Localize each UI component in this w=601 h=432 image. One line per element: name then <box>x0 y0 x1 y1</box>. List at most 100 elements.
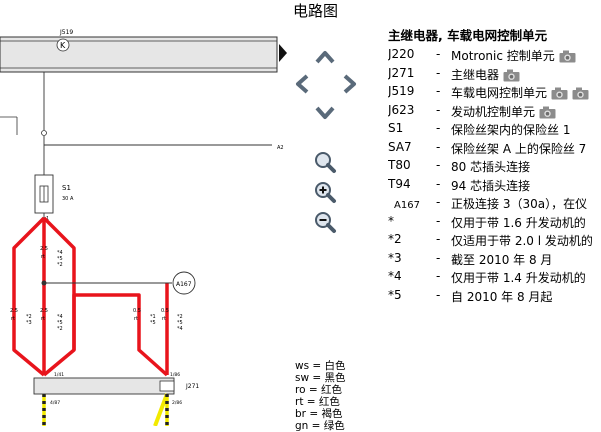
svg-text:rt: rt <box>41 316 45 322</box>
svg-text:rt: rt <box>162 316 166 322</box>
legend-desc-text: 截至 2010 年 8 月 <box>451 252 553 267</box>
legend-desc: 截至 2010 年 8 月 <box>451 251 552 268</box>
legend-desc-text: 仅适用于带 2.0 l 发动机的 <box>451 234 593 248</box>
legend-item: J519-车载电网控制单元 <box>388 83 601 102</box>
chevron-down-icon[interactable] <box>313 100 337 124</box>
legend-item: *5-自 2010 年 8 月起 <box>388 287 601 306</box>
svg-text:*4: *4 <box>57 250 63 256</box>
legend-item: *4-仅用于带 1.4 升发动机的 <box>388 268 601 287</box>
legend-code: T80 <box>388 158 411 172</box>
legend-dash: - <box>436 158 441 172</box>
legend-item: J220-Motronic 控制单元 <box>388 46 601 65</box>
camera-icon[interactable] <box>559 50 576 63</box>
legend-dash: - <box>436 47 441 61</box>
legend-desc: 车载电网控制单元 <box>451 84 589 101</box>
legend-code: S1 <box>388 121 404 135</box>
legend-desc-text: 仅用于带 1.6 升发动机的 <box>451 215 586 230</box>
svg-text:0.5: 0.5 <box>161 308 169 314</box>
legend-item: T80 -80 芯插头连接 <box>388 157 601 176</box>
legend-dash: - <box>436 121 441 135</box>
svg-text:rt: rt <box>134 316 138 322</box>
legend-desc: 仅用于带 1.6 升发动机的 <box>451 214 586 231</box>
svg-text:2.5: 2.5 <box>40 308 48 314</box>
camera-icon[interactable] <box>539 106 556 119</box>
legend-desc: 保险丝架 A 上的保险丝 7 <box>451 140 586 157</box>
legend-desc-text: 发动机控制单元 <box>451 104 536 119</box>
legend-desc-text: 正极连接 3（30a），在仪 <box>451 197 588 211</box>
camera-icon[interactable] <box>503 69 520 82</box>
legend-dash: - <box>436 195 441 209</box>
wire-color-entry: gn = 绿色 <box>295 420 345 432</box>
legend-dash: - <box>436 65 441 80</box>
circuit-diagram[interactable]: J519 K A2 S1 30 A 1 A167 2.5rt *4*5*2 2.… <box>0 0 290 426</box>
legend-title: 主继电器, 车载电网控制单元 <box>388 28 548 43</box>
wire-color-entry: ws = 白色 <box>295 360 346 372</box>
j519-symbol <box>56 38 70 52</box>
legend-dash: - <box>436 139 441 154</box>
legend-desc: Motronic 控制单元 <box>451 47 576 64</box>
svg-text:2.5: 2.5 <box>40 246 48 252</box>
svg-text:*5: *5 <box>150 320 156 326</box>
legend-desc: 保险丝架内的保险丝 1 <box>451 121 570 138</box>
svg-text:4/87: 4/87 <box>50 400 60 406</box>
legend-desc-text: 仅用于带 1.4 升发动机的 <box>451 271 586 285</box>
legend-desc: 80 芯插头连接 <box>451 158 530 175</box>
legend-desc-text: 80 芯插头连接 <box>451 160 531 174</box>
svg-text:1/41: 1/41 <box>54 372 64 378</box>
svg-text:rt: rt <box>41 254 45 260</box>
camera-icon[interactable] <box>551 87 568 100</box>
legend-desc: 自 2010 年 8 月起 <box>451 288 552 305</box>
chevron-right-icon[interactable] <box>338 72 362 96</box>
svg-text:*5: *5 <box>177 320 183 326</box>
legend-desc-text: 主继电器 <box>451 67 500 82</box>
zoom-fit-icon[interactable] <box>313 150 337 174</box>
svg-text:*1: *1 <box>150 314 156 320</box>
legend-code: SA7 <box>388 139 412 154</box>
legend-code: J271 <box>388 65 415 80</box>
legend-code: *4 <box>388 269 402 283</box>
j271-bar <box>33 377 175 395</box>
legend-item: T94 -94 芯插头连接 <box>388 176 601 195</box>
wire-color-entry: br = 褐色 <box>295 408 343 420</box>
svg-text:*2: *2 <box>26 314 32 320</box>
legend-code: A167 <box>394 200 420 211</box>
legend-code: T94 <box>388 176 411 191</box>
legend-desc: 发动机控制单元 <box>451 103 556 120</box>
j519-bar <box>0 36 278 73</box>
svg-text:*4: *4 <box>57 314 63 320</box>
legend-code: J623 <box>388 102 415 117</box>
svg-text:2/86: 2/86 <box>172 400 182 406</box>
svg-text:*2: *2 <box>177 314 183 320</box>
legend-desc: 仅用于带 1.4 升发动机的 <box>451 269 586 286</box>
legend-item: *2-仅适用于带 2.0 l 发动机的 <box>388 231 601 250</box>
legend-code: * <box>388 213 394 228</box>
zoom-out-icon[interactable] <box>313 210 337 234</box>
legend-desc-text: 保险丝架内的保险丝 1 <box>451 123 571 137</box>
svg-text:*3: *3 <box>26 320 32 326</box>
chevron-left-icon[interactable] <box>290 72 314 96</box>
wire-color-entry: rt = 红色 <box>295 396 340 408</box>
collapse-arrow-icon[interactable] <box>279 44 288 62</box>
legend-desc-text: 94 芯插头连接 <box>451 178 531 193</box>
legend-item: J623 -发动机控制单元 <box>388 102 601 121</box>
camera-icon[interactable] <box>572 87 589 100</box>
legend-dash: - <box>436 176 441 191</box>
legend-desc-text: 车载电网控制单元 <box>451 86 548 100</box>
legend-code: *3 <box>388 250 402 265</box>
wire-color-entry: ro = 红色 <box>295 384 342 396</box>
zoom-in-icon[interactable] <box>313 180 337 204</box>
a2-label: A2 <box>277 145 284 151</box>
legend-dash: - <box>436 102 441 117</box>
svg-text:1: 1 <box>46 216 49 222</box>
legend-dash: - <box>436 213 441 228</box>
fuse-label: S1 <box>62 184 71 192</box>
chevron-up-icon[interactable] <box>313 45 337 69</box>
legend-desc-text: 自 2010 年 8 月起 <box>451 289 553 304</box>
svg-text:*5: *5 <box>57 320 63 326</box>
svg-text:2.5: 2.5 <box>10 308 18 314</box>
legend-item: S1 -保险丝架内的保险丝 1 <box>388 120 601 139</box>
a167-label: A167 <box>176 281 192 288</box>
j519-label: J519 <box>59 29 73 36</box>
svg-text:rt: rt <box>11 316 15 322</box>
